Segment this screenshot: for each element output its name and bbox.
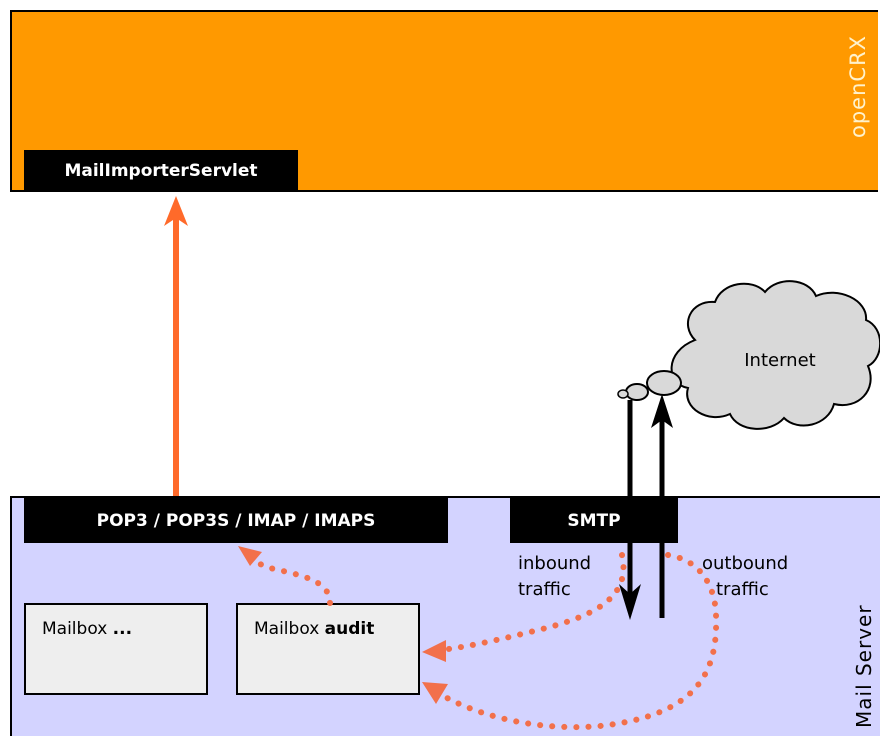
outbound-dotted-arrow bbox=[422, 552, 720, 731]
mailbox-audit-name: audit bbox=[324, 619, 375, 639]
import-arrow bbox=[164, 196, 188, 496]
mailbox-generic-name: ... bbox=[112, 619, 133, 639]
outbound-label-line1: outbound bbox=[702, 553, 789, 574]
mail-importer-servlet-box: MailImporterServlet bbox=[24, 150, 298, 192]
fetch-dotted-arrow bbox=[238, 546, 333, 606]
smtp-inbound-arrow bbox=[619, 400, 641, 620]
inbound-label-line2: traffic bbox=[518, 579, 571, 600]
internet-label: Internet bbox=[744, 350, 815, 371]
mailbox-generic: Mailbox ... bbox=[24, 603, 208, 695]
mailbox-generic-prefix: Mailbox bbox=[42, 619, 108, 639]
inbound-label-line1: inbound bbox=[518, 553, 592, 574]
smtp-outbound-arrow bbox=[651, 394, 673, 618]
internet-cloud-icon bbox=[617, 280, 880, 430]
protocols-box: POP3 / POP3S / IMAP / IMAPS bbox=[24, 498, 448, 543]
outbound-label-line2: traffic bbox=[716, 579, 769, 600]
mailbox-audit-prefix: Mailbox bbox=[254, 619, 320, 639]
inbound-dotted-arrow bbox=[422, 552, 627, 662]
smtp-box: SMTP bbox=[510, 498, 678, 543]
